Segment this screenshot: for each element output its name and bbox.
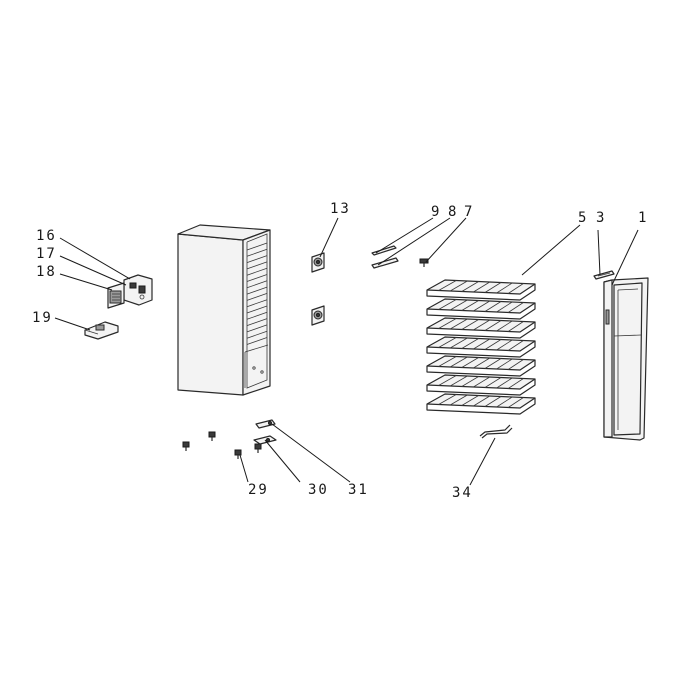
fan-upper [311, 252, 325, 273]
cabinet-rail [246, 286, 268, 295]
cabinet-shelf-rails [246, 242, 268, 345]
callout-8: 8 [448, 204, 458, 220]
wire-shelf [426, 298, 536, 320]
cabinet-rail [246, 255, 268, 263]
wire-shelf [426, 393, 536, 415]
foot [208, 431, 216, 441]
cabinet-rail [246, 274, 268, 282]
callout-16: 16 [36, 228, 57, 244]
callout-18: 18 [36, 264, 57, 280]
cabinet-rail [246, 337, 268, 345]
callout-7: 7 [464, 204, 474, 220]
bracket-part-19 [84, 321, 119, 340]
foot [234, 449, 242, 459]
cabinet-body [177, 224, 271, 396]
fan-lower [311, 305, 325, 326]
cabinet-rail [246, 330, 268, 339]
wire-shelf [426, 374, 536, 396]
callout-19: 19 [32, 310, 53, 326]
levelling-feet [182, 431, 262, 459]
wire-shelf [426, 355, 536, 377]
control-box-assembly [107, 274, 153, 309]
cabinet-rail [246, 267, 268, 276]
cabinet-rail [246, 305, 268, 314]
foot [254, 443, 262, 453]
wire-shelves-stack [426, 279, 536, 415]
clip-part-7 [419, 258, 429, 267]
callout-31: 31 [348, 482, 369, 498]
wire-shelf [426, 279, 536, 301]
foot [182, 441, 190, 451]
cabinet-rail [246, 311, 268, 320]
callout-30: 30 [308, 482, 329, 498]
callout-1: 1 [638, 210, 648, 226]
callout-3: 3 [596, 210, 606, 226]
hinge-part-31 [255, 419, 276, 429]
callout-29: 29 [248, 482, 269, 498]
cabinet-rail [246, 248, 268, 257]
door-handle-part-3 [593, 270, 615, 280]
cabinet-rail [246, 261, 268, 270]
glass-door [603, 277, 649, 441]
wire-shelf [426, 317, 536, 339]
cabinet-rail [246, 280, 268, 289]
callout-9: 9 [431, 204, 441, 220]
callout-34: 34 [452, 485, 473, 501]
callout-17: 17 [36, 246, 57, 262]
cabinet-rail [246, 242, 268, 251]
strip-part-9 [371, 245, 397, 256]
cabinet-rail [246, 318, 268, 326]
cabinet-rail [246, 324, 268, 333]
callout-numbers: 1 3 5 7 8 9 13 16 17 18 19 29 30 31 34 [32, 201, 648, 501]
cabinet-rail [246, 293, 268, 301]
callout-13: 13 [330, 201, 351, 217]
wire-shelf [426, 336, 536, 358]
cabinet-rail [246, 299, 268, 308]
strip-part-8 [371, 257, 399, 269]
callout-5: 5 [578, 210, 588, 226]
hook-part-34 [479, 424, 513, 439]
leader-lines [54, 217, 639, 486]
